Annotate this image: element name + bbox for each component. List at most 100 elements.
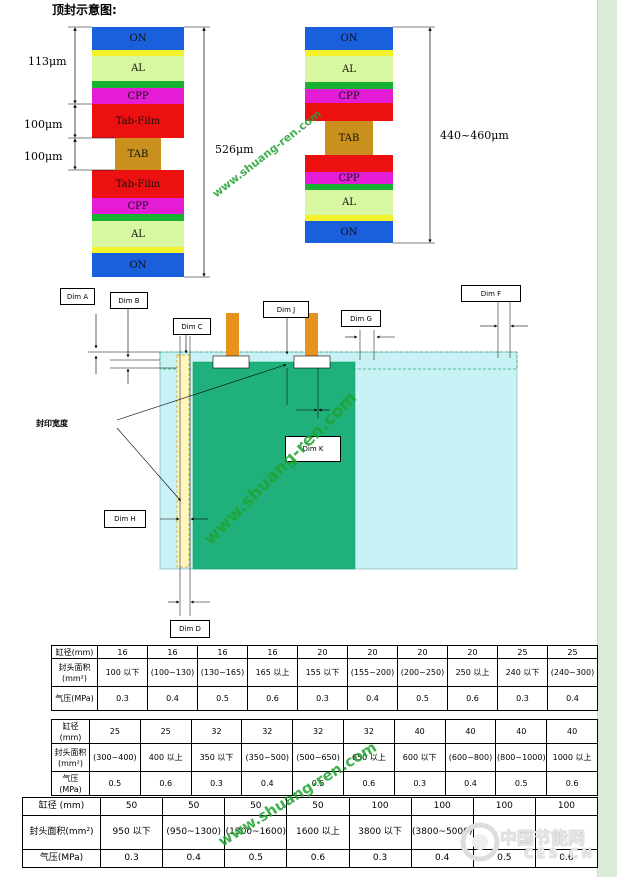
table-cell: 20 xyxy=(297,645,348,659)
table-cell: 气压(MPa) xyxy=(51,686,98,711)
dim-h-label: Dim H xyxy=(104,510,146,528)
table-cell xyxy=(534,815,599,850)
table-cell: 3800 以下 xyxy=(348,815,412,850)
table-cell: 16 xyxy=(97,645,148,659)
stack-right-layer: ON xyxy=(305,221,393,243)
stack-left-layer: AL xyxy=(92,221,184,247)
stack-right-layer: AL xyxy=(305,56,393,82)
spec-table-3: 缸径 (mm) 50 50 50 50 100 100 100 100 封头面积… xyxy=(22,797,599,868)
stack-left-layer xyxy=(92,214,184,221)
table-cell: 100 以下 xyxy=(97,658,148,687)
table-cell: 165 以上 xyxy=(247,658,298,687)
stack-left-layer xyxy=(92,81,184,88)
table-cell: 100 xyxy=(410,797,474,816)
dim-c-label: Dim C xyxy=(173,318,211,335)
logo-title: 中国节能网 xyxy=(500,829,585,849)
stack-left-layer xyxy=(92,247,184,253)
table-cell: 100 xyxy=(348,797,412,816)
table-cell: 缸径(mm) xyxy=(51,719,90,744)
stack-right-layer xyxy=(305,155,393,172)
table-cell: 0.3 xyxy=(297,686,348,711)
table-cell: (800~1000) xyxy=(495,743,548,772)
table-cell: 32 xyxy=(241,719,294,744)
table-cell: 0.3 xyxy=(348,849,412,868)
site-logo: 中国节能网 CES.CN xyxy=(460,820,610,870)
table-cell: 0.4 xyxy=(162,849,226,868)
table-cell: 气压(MPa) xyxy=(22,849,101,868)
table-cell: 20 xyxy=(347,645,398,659)
table-cell: 25 xyxy=(497,645,548,659)
table-cell: 1600 以上 xyxy=(286,815,350,850)
table-cell: 50 xyxy=(99,797,164,816)
logo-domain: CES.CN xyxy=(524,847,596,862)
table-cell: 0.6 xyxy=(342,771,395,796)
table-cell: 0.5 xyxy=(224,849,288,868)
table-cell: 32 xyxy=(190,719,243,744)
measure-total-left: 526μm xyxy=(215,143,254,156)
stack-right-layer xyxy=(305,50,393,56)
page-title: 顶封示意图: xyxy=(52,3,117,17)
seal-width-label: 封印宽度 xyxy=(36,419,68,428)
dim-j-label: Dim J xyxy=(263,301,309,318)
stack-left-layer: TAB xyxy=(115,138,161,170)
table-row: 缸径(mm) 16 16 16 16 20 20 20 20 25 25 xyxy=(51,645,598,659)
table-cell: 155 以下 xyxy=(297,658,348,687)
stack-left-layer: Tab-Film xyxy=(92,170,184,198)
dim-k-label: Dim K xyxy=(285,436,341,462)
table-cell: 250 以上 xyxy=(447,658,498,687)
table-cell: (600~800) xyxy=(444,743,497,772)
stack-left-layer: CPP xyxy=(92,198,184,214)
table-cell: 20 xyxy=(447,645,498,659)
table-cell: 16 xyxy=(147,645,198,659)
table-cell: 950 以下 xyxy=(99,815,164,850)
table-cell: (350~500) xyxy=(241,743,294,772)
table-cell: 25 xyxy=(89,719,141,744)
table-row: 缸径(mm) 25 25 32 32 32 32 40 40 40 40 xyxy=(51,719,598,744)
right-side-band-edge xyxy=(597,0,598,877)
table-cell: 0.4 xyxy=(347,686,398,711)
right-side-band xyxy=(597,0,617,877)
stack-right-layer xyxy=(305,184,393,190)
dim-b-label: Dim B xyxy=(110,292,148,309)
stack-right-layer xyxy=(305,103,393,121)
table-cell: 25 xyxy=(547,645,598,659)
table-cell: 0.5 xyxy=(292,771,344,796)
measure-film: 100μm xyxy=(24,118,63,131)
table-cell: 400 以上 xyxy=(139,743,192,772)
stack-left-layer: ON xyxy=(92,253,184,277)
table-cell: 0.4 xyxy=(444,771,497,796)
measure-total-right: 440~460μm xyxy=(440,129,509,142)
table-cell: 封头面积(mm²) xyxy=(51,743,90,772)
table-cell: 气压(MPa) xyxy=(51,771,90,796)
table-cell: 0.6 xyxy=(139,771,192,796)
table-row: 封头面积(mm²) 100 以下 (100~130) (130~165) 165… xyxy=(51,658,598,687)
stack-left-layer: Tab-Film xyxy=(92,104,184,138)
stack-left-layer xyxy=(92,50,184,56)
table-row: 缸径 (mm) 50 50 50 50 100 100 100 100 xyxy=(22,797,599,816)
table-cell: 350 以下 xyxy=(190,743,243,772)
table-cell: 240 以下 xyxy=(497,658,548,687)
table-cell: 0.3 xyxy=(393,771,446,796)
table-cell: 封头面积(mm²) xyxy=(51,658,98,687)
table-cell: 0.5 xyxy=(89,771,141,796)
table-cell: 缸径(mm) xyxy=(51,645,98,659)
spec-table-1: 缸径(mm) 16 16 16 16 20 20 20 20 25 25 封头面… xyxy=(51,645,598,711)
stack-right-layer: CPP xyxy=(305,89,393,103)
table-cell: 0.6 xyxy=(447,686,498,711)
table-cell: 40 xyxy=(546,719,598,744)
table-cell: 40 xyxy=(495,719,548,744)
table-cell: (300~400) xyxy=(89,743,141,772)
table-row: 气压(MPa) 0.3 0.4 0.5 0.6 0.3 0.4 0.5 0.6 … xyxy=(51,686,598,711)
table-cell: (130~165) xyxy=(197,658,248,687)
stack-right-layer: ON xyxy=(305,27,393,50)
table-cell: 0.4 xyxy=(147,686,198,711)
sealing-diagram xyxy=(88,302,528,616)
measure-top: 113μm xyxy=(28,55,67,68)
table-cell: 0.3 xyxy=(190,771,243,796)
table-cell: (950~1300) xyxy=(162,815,226,850)
table-cell: 0.6 xyxy=(247,686,298,711)
stack-left-layer: ON xyxy=(92,27,184,50)
table-cell: (155~200) xyxy=(347,658,398,687)
table-cell: 40 xyxy=(393,719,446,744)
table-cell: 0.5 xyxy=(495,771,548,796)
